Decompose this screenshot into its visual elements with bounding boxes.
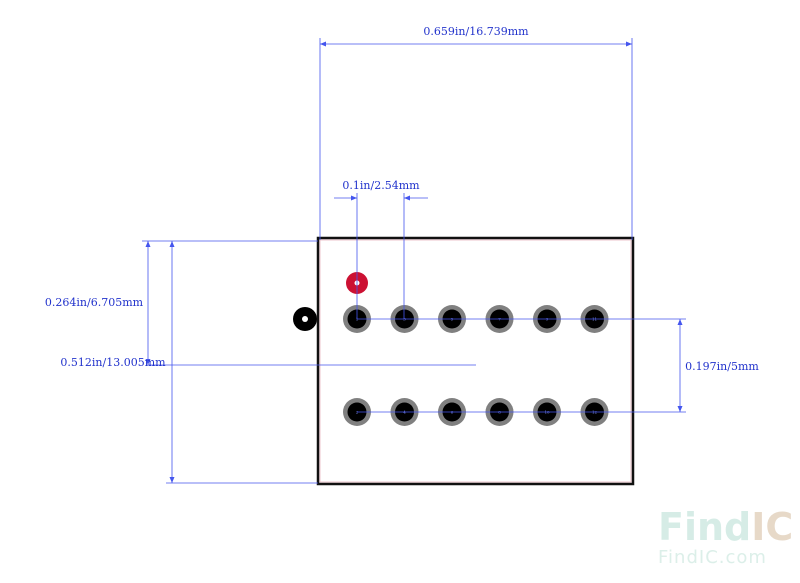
watermark-logo-find: Find: [658, 505, 751, 549]
component-outline-inner: [319, 239, 632, 483]
findic-watermark: FindIC FindIC.com: [658, 505, 793, 568]
dimension-height: [166, 241, 318, 484]
dimension-width: [319, 38, 633, 240]
dimension-row-spacing: [357, 318, 686, 413]
dimension-pin1-offset-label: 0.264in/6.705mm: [45, 296, 144, 309]
dimension-pitch-label: 0.1in/2.54mm: [342, 179, 420, 192]
watermark-url: FindIC.com: [658, 547, 767, 568]
component-outline: [316, 236, 635, 486]
dimension-width-label: 0.659in/16.739mm: [423, 25, 529, 38]
svg-text:FindIC: FindIC: [658, 505, 793, 549]
dimension-pin1-offset: [142, 240, 476, 366]
orientation-marker: [293, 307, 317, 331]
watermark-logo-ic: IC: [751, 505, 793, 549]
dimension-pitch: [334, 193, 428, 319]
dimension-height-label: 0.512in/13.005mm: [60, 356, 166, 369]
dimension-row-spacing-label: 0.197in/5mm: [685, 360, 759, 373]
